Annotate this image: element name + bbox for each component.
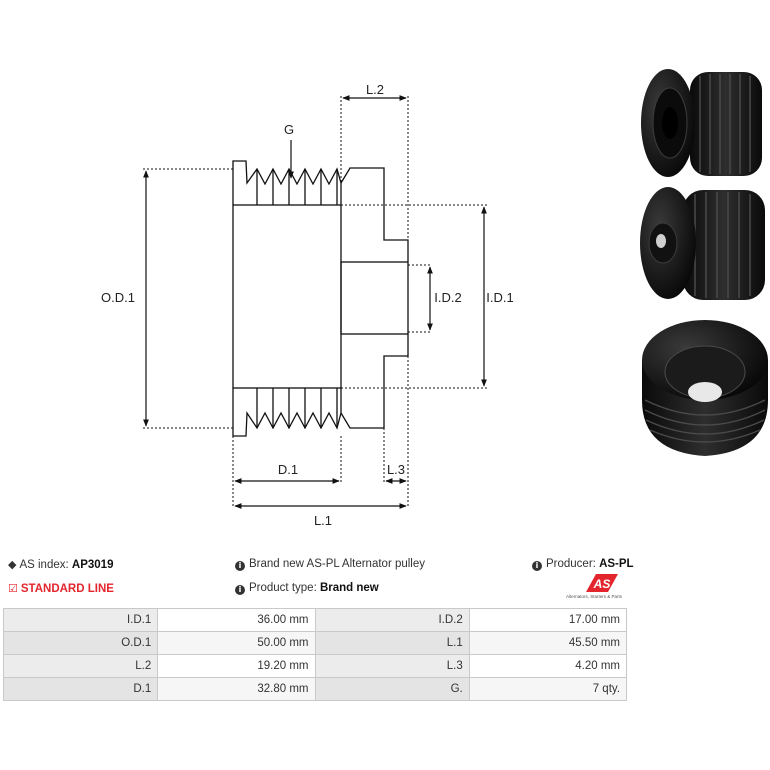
- spec-value: 32.80 mm: [157, 677, 316, 701]
- as-index-row: ◆AS index: AP3019: [8, 558, 113, 571]
- as-index-label: AS index:: [19, 559, 69, 571]
- producer-row: i Producer: AS-PL: [532, 558, 634, 571]
- spec-label: O.D.1: [2, 631, 159, 655]
- pulley-diagram: L.2 G O.D.1 I.D.2 I.D.1 D.1 L.3 L.1: [101, 69, 768, 528]
- pulley-photo-front: [642, 320, 768, 456]
- logo-tagline: Alternators, Starters & Parts: [566, 594, 623, 599]
- as-index-value: AP3019: [71, 559, 114, 571]
- spec-value: 4.20 mm: [468, 654, 628, 678]
- standard-line-row: ☑STANDARD LINE: [8, 582, 114, 595]
- label-id2: I.D.2: [434, 290, 461, 305]
- as-pl-logo: AS Alternators, Starters & Parts: [566, 574, 628, 604]
- table-row: L.2 19.20 mm L.3 4.20 mm: [2, 654, 628, 678]
- label-l1: L.1: [314, 513, 332, 528]
- spec-label: L.3: [314, 654, 470, 678]
- spec-value: 45.50 mm: [468, 631, 628, 655]
- standard-line-label: STANDARD LINE: [20, 583, 114, 595]
- spec-label: D.1: [2, 677, 159, 701]
- spec-value: 19.20 mm: [157, 654, 316, 678]
- specs-table: I.D.1 36.00 mm I.D.2 17.00 mm O.D.1 50.0…: [2, 608, 628, 701]
- table-row: I.D.1 36.00 mm I.D.2 17.00 mm: [2, 608, 628, 632]
- spec-value: 36.00 mm: [157, 608, 316, 632]
- label-id1: I.D.1: [486, 290, 513, 305]
- check-square-icon: ☑: [8, 582, 18, 595]
- info-icon: i: [235, 585, 245, 595]
- pulley-outline: [232, 160, 409, 437]
- svg-text:AS: AS: [593, 577, 611, 591]
- spec-label: I.D.2: [314, 608, 470, 632]
- spec-label: L.1: [314, 631, 470, 655]
- producer-label: Producer:: [546, 558, 596, 570]
- product-type-row: i Product type: Brand new: [235, 582, 379, 595]
- spec-label: L.2: [2, 654, 159, 678]
- dimension-arrows: [143, 95, 487, 509]
- label-g: G: [284, 122, 294, 137]
- pulley-photo-side: [641, 69, 762, 177]
- spec-label: I.D.1: [2, 608, 159, 632]
- spec-label: G.: [314, 677, 470, 701]
- spec-value: 17.00 mm: [468, 608, 628, 632]
- product-type-label: Product type:: [249, 582, 317, 594]
- spec-value: 7 qty.: [468, 677, 628, 701]
- info-icon: i: [235, 561, 245, 571]
- spec-value: 50.00 mm: [157, 631, 316, 655]
- label-d1: D.1: [278, 462, 298, 477]
- extension-lines: [143, 96, 488, 508]
- tag-icon: ◆: [8, 558, 17, 571]
- producer-value: AS-PL: [599, 558, 634, 570]
- table-row: O.D.1 50.00 mm L.1 45.50 mm: [2, 631, 628, 655]
- description-text: Brand new AS-PL Alternator pulley: [249, 558, 426, 570]
- table-row: D.1 32.80 mm G. 7 qty.: [2, 677, 628, 701]
- product-type-value: Brand new: [319, 582, 379, 594]
- label-l3: L.3: [387, 462, 405, 477]
- description-row: i Brand new AS-PL Alternator pulley: [235, 558, 425, 571]
- pulley-photo-angled: [640, 187, 765, 300]
- label-l2: L.2: [366, 82, 384, 97]
- label-od1: O.D.1: [101, 290, 135, 305]
- info-icon: i: [532, 561, 542, 571]
